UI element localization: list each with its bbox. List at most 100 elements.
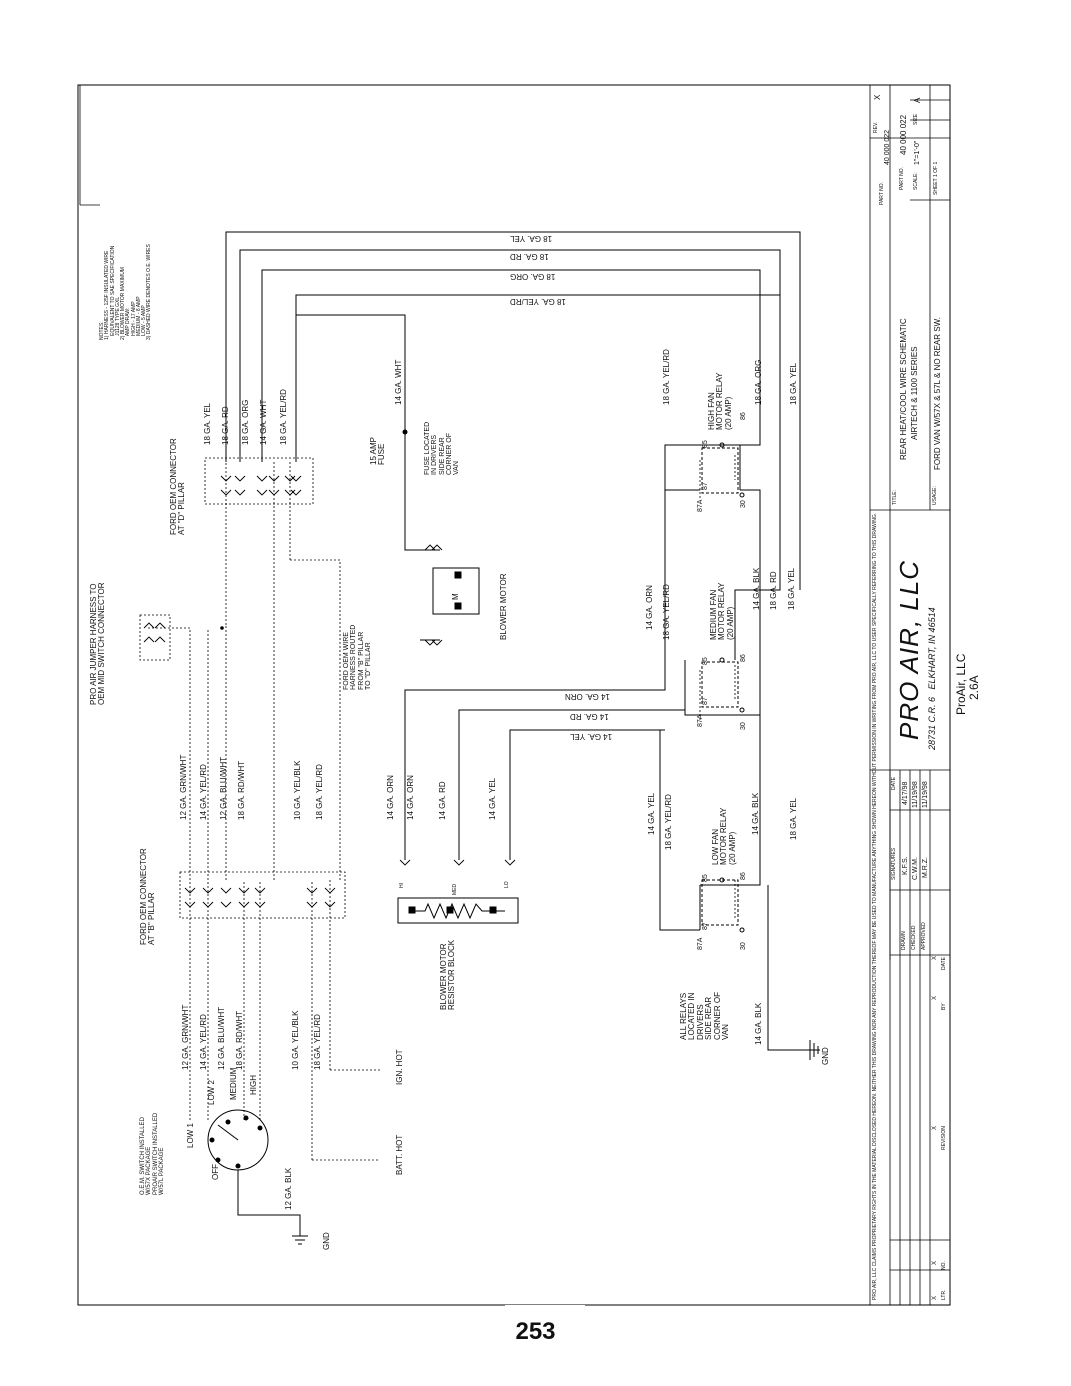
pin-87: 87 (702, 922, 709, 930)
scale-label: SCALE: (913, 172, 919, 190)
approved-date: 11/19/98 (922, 781, 929, 808)
mid-wire-label: 14 GA. RD (570, 712, 609, 721)
d-pillar-wire-label: 18 GA. YEL (203, 402, 212, 445)
scale: 1"=1'-0" (914, 140, 921, 165)
wire-label-right: 18 GA. RD/WHT (237, 760, 246, 820)
med-relay-out-label: 18 GA. RD (769, 571, 778, 610)
usage-label: USAGE: (932, 486, 938, 505)
low-relay-in-label: 14 GA. YEL (647, 792, 656, 835)
d-pillar-label: FORD OEM CONNECTOR AT "D" PILLAR (169, 438, 187, 535)
junction-dot (220, 626, 224, 630)
low-relay-label: LOW FAN MOTOR RELAY (20 AMP) (711, 807, 737, 866)
proprietary-note: PRO AIR, LLC CLAIMS PROPRIETARY RIGHTS I… (872, 512, 878, 1300)
mark-x: X (932, 1260, 938, 1265)
pin-87a: 87A (697, 714, 704, 727)
wire-label-left: 10 GA. YEL/BLK (291, 1010, 300, 1070)
ground-symbol (809, 1040, 819, 1060)
wire-label-right: 12 GA. BLU/WHT (219, 756, 228, 820)
part-no-2: 40 000 022 (899, 114, 908, 155)
title-line2: AIRTECH & 1100 SERIES (910, 346, 919, 440)
switch-high: HIGH (249, 1075, 258, 1095)
ground-14-label: 14 GA. BLK (754, 1002, 763, 1045)
low-relay-out-label: 18 GA. YEL (789, 797, 798, 840)
no-label: NO. (941, 1261, 947, 1270)
resistor-wire-label: 14 GA. YEL (488, 777, 497, 820)
drawing-border (77, 84, 951, 1306)
checked-label: CHECKED (911, 925, 917, 950)
page-number: 253 (515, 1318, 556, 1345)
pin-86: 86 (740, 654, 747, 662)
mark-x: X (932, 1295, 938, 1300)
blower-motor (432, 567, 480, 615)
drawn-label: DRAWN (901, 931, 907, 950)
part-no: 40 000 022 (884, 129, 891, 165)
revision-label: REVISION (941, 1126, 947, 1150)
resistor-block (397, 897, 519, 924)
by-label: BY (941, 1003, 947, 1010)
title-line1: REAR HEAT/COOL WIRE SCHEMATIC (899, 318, 908, 460)
rotary-switch (207, 1109, 308, 1245)
resistor-block-label: BLOWER MOTOR RESISTOR BLOCK (439, 939, 457, 1010)
pin-30: 30 (740, 500, 747, 508)
drawn-by: K.F.S. (902, 856, 909, 875)
wire-label-right: 10 GA. YEL/BLK (293, 760, 302, 820)
footer-version: 2.6A (967, 675, 981, 700)
med-relay-in-label: 14 GA. ORN (645, 585, 654, 630)
drawn-date: 4/17/98 (902, 781, 909, 805)
wire-label-left: 14 GA. YEL/RD (199, 1014, 208, 1070)
size-label: SIZE (913, 113, 919, 125)
page-divider (505, 1305, 585, 1307)
high-relay-out-label: 18 GA. YEL (789, 362, 798, 405)
size: A (913, 97, 922, 103)
switch-note: O.E.M. SWITCH INSTALLED W/57X PACKAGE PR… (140, 1112, 165, 1195)
pin-87a: 87A (697, 499, 704, 512)
bus-wire-label: 18 GA. ORG (510, 272, 556, 281)
resistor-wire-label: 14 GA. ORN (386, 775, 395, 820)
company-address: 28731 C.R. 6 ELKHART, IN 46514 (927, 607, 937, 750)
gnd-label: GND (322, 1232, 331, 1250)
fuse-wire-label: 14 GA. WHT (394, 359, 403, 405)
med-relay-out-label: 18 GA. YEL (787, 567, 796, 610)
high-relay-label: HIGH FAN MOTOR RELAY (20 AMP) (707, 372, 733, 431)
pin-87a: 87A (697, 937, 704, 950)
wire-bus (225, 231, 820, 1051)
fuse (402, 429, 408, 435)
footer-company: ProAir, LLC (954, 653, 968, 715)
wire-label-left: 12 GA. GRN/WHT (181, 1004, 190, 1070)
blower-motor-label: BLOWER MOTOR (499, 573, 508, 640)
relay-symbols (701, 442, 745, 933)
oem-wires-dashed (146, 455, 736, 1161)
rev: X (873, 94, 882, 100)
mid-wire-label: 14 GA. ORN (565, 692, 610, 701)
pin-30: 30 (740, 942, 747, 950)
rev-label: REV. (873, 121, 879, 133)
resistor-wire-label: 14 GA. RD (438, 781, 447, 820)
date-label: DATE (891, 777, 897, 790)
ford-harness-label: FORD OEM WIRE HARNESS ROUTED FROM "B" PI… (343, 624, 373, 690)
relays-location: ALL RELAYS LOCATED IN DRIVERS SIDE REAR … (679, 992, 730, 1040)
low-relay-out-label: 14 GA. BLK (751, 792, 760, 835)
pin-87: 87 (702, 697, 709, 705)
wire-label-left: 18 GA. YEL/RD (313, 1014, 322, 1070)
low-relay-in-label: 18 GA. YEL/RD (664, 794, 673, 850)
checked-date: 11/19/98 (912, 781, 919, 808)
pin-86: 86 (740, 412, 747, 420)
res-lo: LO (504, 881, 510, 888)
switch-low2: LOW 2 (207, 1080, 216, 1105)
med-relay-out-label: 14 GA. BLK (752, 567, 761, 610)
pin-87: 87 (702, 482, 709, 490)
jumper-label: PRO AIR JUMPER HARNESS TO OEM MID SWITCH… (89, 582, 107, 705)
res-med: MED (452, 883, 458, 895)
signatures-label: SIGNATURES (891, 847, 897, 880)
d-pillar-connector (204, 457, 314, 505)
resistor-wire-label: 14 GA. ORN (406, 775, 415, 820)
d-pillar-wire-label: 18 GA. RD (221, 406, 230, 445)
wire-label-right: 12 GA. GRN/WHT (179, 754, 188, 820)
approved-by: M.R.Z. (922, 857, 929, 878)
part-no-label: PART NO. (879, 181, 885, 205)
connector-pins (143, 475, 516, 908)
bus-wire-label: 18 GA. RD (510, 252, 549, 261)
high-relay-out-label: 18 GA. ORG (754, 359, 763, 405)
ltr-label: LTR. (941, 1289, 947, 1300)
